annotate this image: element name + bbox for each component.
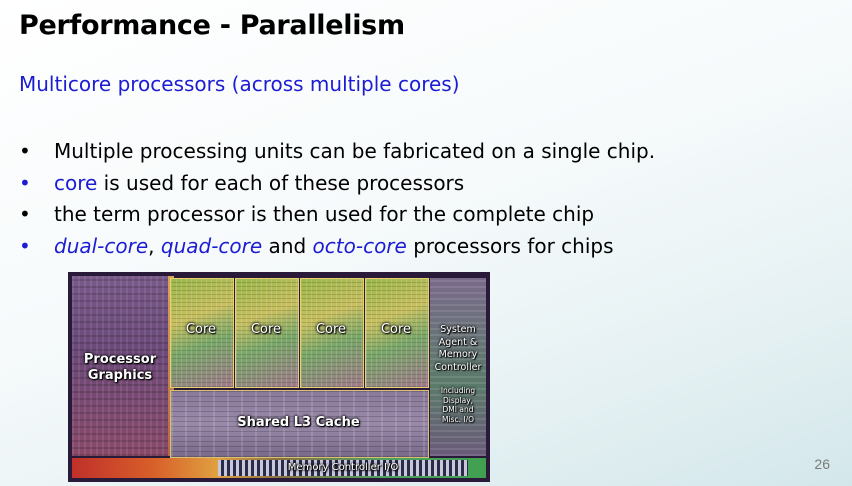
core-region (170, 278, 234, 388)
label-line: Processor (83, 352, 157, 367)
bullet-text: processors for chips (406, 233, 614, 258)
bullet-marker: • (19, 233, 31, 258)
term-dual-core: dual-core (54, 233, 149, 258)
label-line: Memory (438, 349, 478, 360)
list-item: • the term processor is then used for th… (19, 199, 655, 231)
bullet-text: is used for each of these processors (97, 170, 465, 195)
processor-die-image: Core Core Core Core Processor Graphics S… (68, 272, 490, 482)
bullet-list: • Multiple processing units can be fabri… (19, 136, 655, 262)
label-line: Misc. I/O (442, 414, 474, 424)
page-number: 26 (814, 456, 830, 472)
list-item: • Multiple processing units can be fabri… (19, 136, 655, 168)
system-agent-region (430, 278, 486, 456)
core-region (235, 278, 299, 388)
system-agent-sublabel: Including Display, DMI and Misc. I/O (430, 386, 486, 424)
core-label: Core (380, 322, 412, 337)
page-title: Performance - Parallelism (19, 10, 405, 41)
term-quad-core: quad-core (160, 233, 263, 258)
bullet-marker: • (19, 139, 31, 163)
l3-cache-region (170, 390, 429, 458)
core-label: Core (250, 322, 282, 337)
core-region (300, 278, 364, 388)
bullet-text: the term processor is then used for the … (54, 202, 595, 226)
label-line: System (440, 324, 476, 335)
label-line: Including (440, 386, 476, 395)
cache-label: Shared L3 Cache (237, 415, 360, 430)
separator: , (148, 233, 161, 258)
core-region (365, 278, 429, 388)
label-line: Controller (434, 361, 482, 373)
list-item: • core is used for each of these process… (19, 168, 655, 200)
term-core: core (54, 170, 98, 195)
processor-graphics-region (72, 276, 168, 456)
bullet-marker: • (19, 170, 31, 195)
label-line: Graphics (87, 368, 153, 383)
memory-io-label: Memory Controller I/O (287, 462, 399, 473)
processor-graphics-label: Processor Graphics (72, 352, 168, 384)
term-octo-core: octo-core (312, 233, 407, 258)
list-item: • dual-core, quad-core and octo-core pro… (19, 231, 655, 263)
system-agent-label: System Agent & Memory Controller (430, 324, 486, 374)
bullet-marker: • (19, 202, 31, 226)
separator: and (262, 233, 313, 258)
subtitle: Multicore processors (across multiple co… (19, 72, 460, 96)
bullet-text: Multiple processing units can be fabrica… (54, 139, 656, 163)
label-line: Display, (442, 395, 474, 405)
core-label: Core (315, 322, 347, 337)
label-line: DMI and (442, 405, 474, 414)
label-line: Agent & (438, 336, 478, 348)
memory-io-pads (218, 460, 468, 476)
core-label: Core (185, 322, 217, 337)
